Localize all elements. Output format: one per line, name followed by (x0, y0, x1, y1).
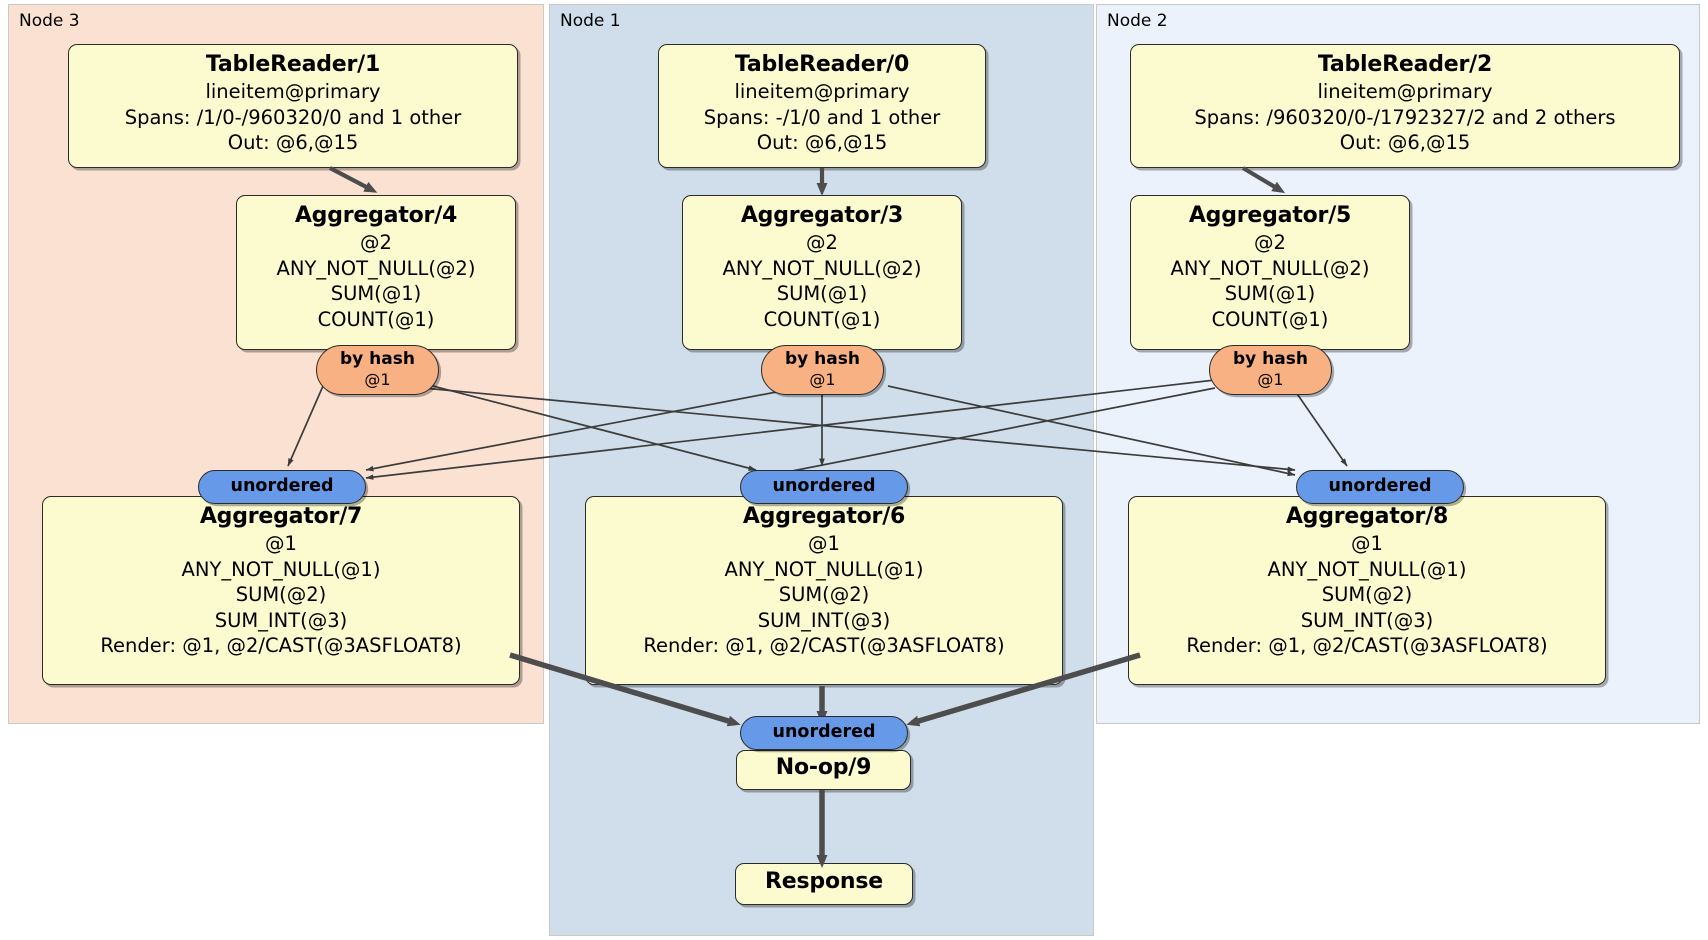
processor-line: SUM(@1) (776, 282, 868, 305)
processor-title: Response (765, 869, 883, 894)
processor-line: Render: @1, @2/CAST(@3ASFLOAT8) (643, 634, 1005, 657)
processor-title: Aggregator/4 (294, 203, 458, 228)
processor-line: @1 (265, 532, 297, 555)
processor-line: Out: @6,@15 (227, 131, 359, 154)
processor-line: @2 (360, 231, 392, 254)
processor-line: SUM(@1) (1224, 282, 1316, 305)
processor-aggregator-6[interactable]: Aggregator/6 @1 ANY_NOT_NULL(@1) SUM(@2)… (585, 496, 1063, 685)
router-column: @1 (1257, 370, 1284, 389)
processor-line: SUM(@1) (330, 282, 422, 305)
router-label: by hash (1233, 349, 1308, 369)
processor-aggregator-8[interactable]: Aggregator/8 @1 ANY_NOT_NULL(@1) SUM(@2)… (1128, 496, 1606, 685)
synchronizer-label: unordered (1328, 476, 1432, 496)
router-label: by hash (785, 349, 860, 369)
processor-aggregator-4[interactable]: Aggregator/4 @2 ANY_NOT_NULL(@2) SUM(@1)… (236, 195, 516, 350)
processor-line: Spans: /1/0-/960320/0 and 1 other (124, 105, 462, 129)
router-by-hash-center[interactable]: by hash @1 (761, 345, 884, 395)
router-by-hash-left[interactable]: by hash @1 (316, 345, 439, 395)
cluster-label-node-2: Node 2 (1107, 11, 1168, 31)
synchronizer-label: unordered (772, 476, 876, 496)
processor-line: @2 (1254, 231, 1286, 254)
processor-line: Spans: /960320/0-/1792327/2 and 2 others (1194, 105, 1616, 129)
processor-line: lineitem@primary (205, 80, 381, 103)
processor-line: ANY_NOT_NULL(@1) (724, 557, 924, 581)
processor-line: SUM(@2) (1321, 583, 1413, 606)
processor-aggregator-7[interactable]: Aggregator/7 @1 ANY_NOT_NULL(@1) SUM(@2)… (42, 496, 520, 685)
synchronizer-unordered-right[interactable]: unordered (1296, 470, 1464, 504)
processor-line: COUNT(@1) (1211, 307, 1329, 331)
processor-line: ANY_NOT_NULL(@1) (181, 557, 381, 581)
processor-title: Aggregator/5 (1188, 203, 1352, 228)
router-column: @1 (364, 370, 391, 389)
processor-line: @1 (1351, 532, 1383, 555)
processor-title: Aggregator/3 (740, 203, 904, 228)
processor-line: lineitem@primary (734, 80, 910, 103)
cluster-label-node-3: Node 3 (19, 11, 80, 31)
processor-tablereader-2[interactable]: TableReader/2 lineitem@primary Spans: /9… (1130, 44, 1680, 168)
processor-title: Aggregator/8 (1285, 504, 1449, 529)
router-column: @1 (809, 370, 836, 389)
processor-tablereader-0[interactable]: TableReader/0 lineitem@primary Spans: -/… (658, 44, 986, 168)
processor-title: Aggregator/7 (199, 504, 363, 529)
processor-line: SUM_INT(@3) (757, 608, 891, 632)
processor-line: COUNT(@1) (763, 307, 881, 331)
processor-line: Render: @1, @2/CAST(@3ASFLOAT8) (100, 634, 462, 657)
synchronizer-label: unordered (772, 722, 876, 742)
processor-line: Render: @1, @2/CAST(@3ASFLOAT8) (1186, 634, 1548, 657)
processor-no-op-9[interactable]: No-op/9 (736, 750, 911, 790)
processor-line: Spans: -/1/0 and 1 other (703, 105, 941, 129)
processor-title: TableReader/0 (734, 52, 910, 77)
processor-line: ANY_NOT_NULL(@2) (1170, 256, 1370, 280)
processor-aggregator-5[interactable]: Aggregator/5 @2 ANY_NOT_NULL(@2) SUM(@1)… (1130, 195, 1410, 350)
processor-line: lineitem@primary (1317, 80, 1493, 103)
synchronizer-unordered-center[interactable]: unordered (740, 470, 908, 504)
synchronizer-unordered-left[interactable]: unordered (198, 470, 366, 504)
processor-line: COUNT(@1) (317, 307, 435, 331)
processor-line: ANY_NOT_NULL(@1) (1267, 557, 1467, 581)
processor-title: Aggregator/6 (742, 504, 906, 529)
processor-line: SUM(@2) (235, 583, 327, 606)
processor-line: ANY_NOT_NULL(@2) (722, 256, 922, 280)
processor-line: @2 (806, 231, 838, 254)
processor-line: Out: @6,@15 (756, 131, 888, 154)
router-label: by hash (340, 349, 415, 369)
processor-response[interactable]: Response (735, 863, 913, 905)
processor-line: Out: @6,@15 (1339, 131, 1471, 154)
synchronizer-unordered-final[interactable]: unordered (740, 716, 908, 750)
processor-line: @1 (808, 532, 840, 555)
processor-title: TableReader/1 (205, 52, 381, 77)
processor-tablereader-1[interactable]: TableReader/1 lineitem@primary Spans: /1… (68, 44, 518, 168)
cluster-label-node-1: Node 1 (560, 11, 621, 31)
processor-line: SUM_INT(@3) (214, 608, 348, 632)
processor-title: TableReader/2 (1317, 52, 1493, 77)
synchronizer-label: unordered (230, 476, 334, 496)
processor-line: SUM(@2) (778, 583, 870, 606)
router-by-hash-right[interactable]: by hash @1 (1209, 345, 1332, 395)
processor-aggregator-3[interactable]: Aggregator/3 @2 ANY_NOT_NULL(@2) SUM(@1)… (682, 195, 962, 350)
processor-line: ANY_NOT_NULL(@2) (276, 256, 476, 280)
processor-title: No-op/9 (775, 755, 872, 780)
processor-line: SUM_INT(@3) (1300, 608, 1434, 632)
